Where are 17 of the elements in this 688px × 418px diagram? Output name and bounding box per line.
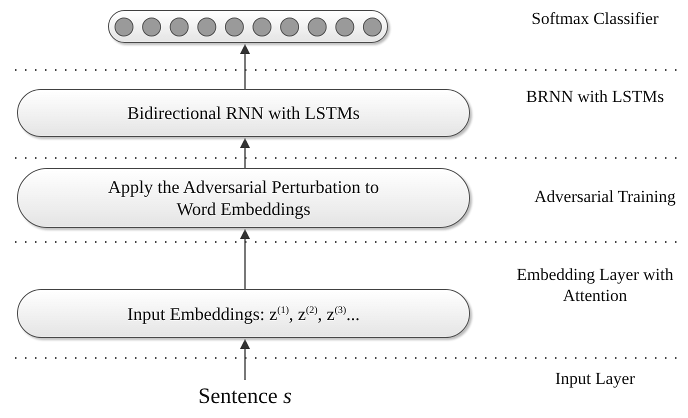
- classifier-output-box: [108, 10, 388, 43]
- arrow: [240, 44, 250, 89]
- layer-box: [17, 89, 470, 137]
- arrow: [240, 339, 250, 380]
- layer-label: Adversarial Training: [533, 186, 677, 207]
- input-text: Sentence s: [198, 383, 292, 409]
- layer-label: Embedding Layer with Attention: [516, 264, 674, 306]
- layer-text: Apply the Adversarial Perturbation to Word Embeddings: [107, 176, 380, 220]
- layer-text: Input Embeddings: z$^{(1)}$, z$^{(2)}$, z$^{(3)}$...: [127, 302, 360, 324]
- arrow: [240, 138, 250, 168]
- layer-box: [17, 168, 470, 228]
- layer-label: Softmax Classifier: [530, 8, 660, 29]
- layer-text: Bidirectional RNN with LSTMs: [127, 102, 360, 124]
- layer-label: Input Layer: [554, 368, 636, 389]
- arrow: [240, 229, 250, 289]
- layer-box: [17, 289, 470, 338]
- layer-label: BRNN with LSTMs: [525, 86, 665, 107]
